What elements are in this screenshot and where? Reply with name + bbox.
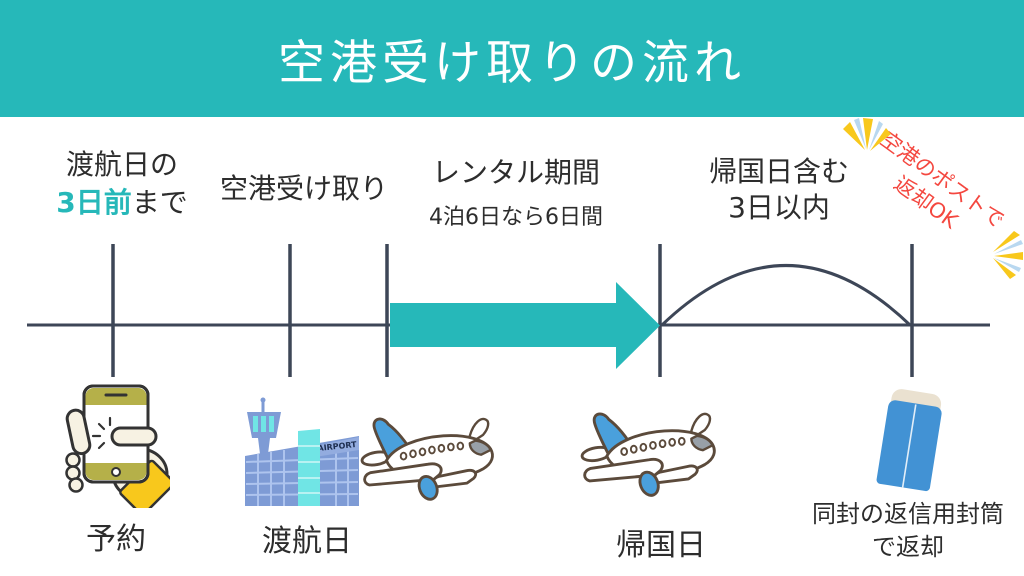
- label-return-line2: 3日以内: [728, 191, 830, 224]
- label-airport-pickup: 空港受け取り: [219, 172, 389, 205]
- step-label-reserve: 予約: [86, 522, 146, 557]
- label-rental-period: レンタル期間 4泊6日なら6日間: [429, 154, 603, 231]
- airplane-icon: [360, 411, 502, 506]
- return-window-arc: [660, 264, 912, 327]
- label-before-suffix: まで: [131, 186, 188, 219]
- sparkle-burst-icon: [843, 118, 891, 151]
- step-label-envelope-line2: で返却: [872, 533, 944, 561]
- step-label-envelope: 同封の返信用封筒 で返却: [812, 498, 1004, 564]
- rental-period-arrow: [390, 282, 660, 369]
- step-label-envelope-line1: 同封の返信用封筒: [812, 500, 1004, 528]
- label-rental-title: レンタル期間: [431, 156, 600, 189]
- envelope-icon: [876, 389, 942, 492]
- label-before-accent: 3日前: [56, 186, 132, 219]
- airport-sign-text: AIRPORT: [317, 440, 358, 453]
- airport-building-icon: AIRPORT: [245, 397, 359, 506]
- sparkle-burst-icon: [993, 231, 1023, 279]
- label-before-departure: 渡航日の 3日前まで: [56, 146, 188, 222]
- label-return-window: 帰国日含む 3日以内: [709, 154, 849, 226]
- step-label-return-day: 帰国日: [616, 528, 706, 563]
- header-banner: 空港受け取りの流れ: [0, 0, 1024, 117]
- label-rental-subtitle: 4泊6日なら6日間: [429, 205, 603, 230]
- smartphone-in-hand-icon: [65, 384, 170, 508]
- page-title: 空港受け取りの流れ: [278, 36, 746, 91]
- airplane-icon: [580, 406, 724, 502]
- label-before-line1: 渡航日の: [65, 148, 178, 181]
- label-return-line1: 帰国日含む: [708, 155, 850, 188]
- step-label-departure: 渡航日: [262, 524, 352, 559]
